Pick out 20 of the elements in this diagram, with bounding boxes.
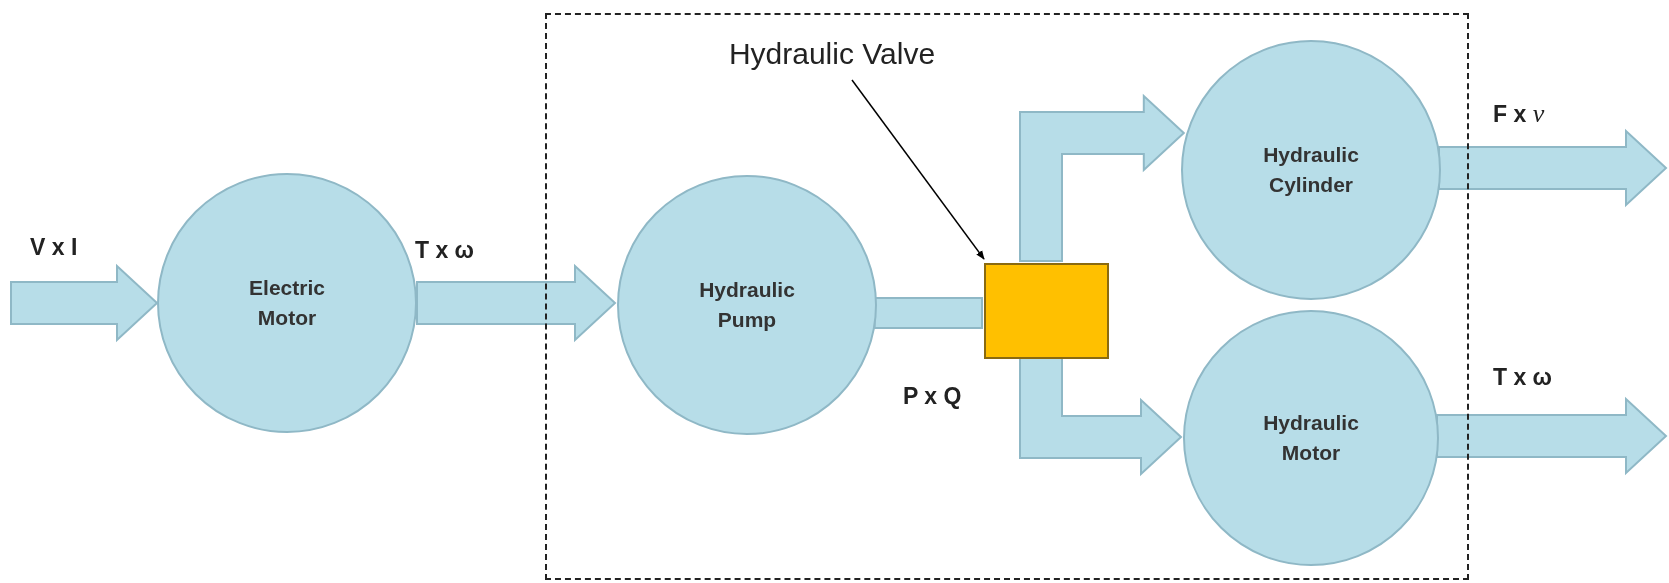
edge-label: V x I xyxy=(30,234,78,261)
node-label: Electric Motor xyxy=(248,274,326,331)
system-boundary xyxy=(545,13,1469,580)
edge-label: F x v xyxy=(1493,99,1545,129)
node-label: Hydraulic Pump xyxy=(698,276,796,333)
edge-label: T x ω xyxy=(1493,364,1553,391)
flow-bar xyxy=(873,297,983,329)
block-arrow xyxy=(10,263,159,343)
leader-line xyxy=(851,79,985,260)
component-label: Hydraulic Valve xyxy=(728,37,936,71)
edge-label: P x Q xyxy=(903,383,962,410)
block-arrow xyxy=(1019,93,1186,262)
node-label: Hydraulic Cylinder xyxy=(1262,141,1360,198)
edge-label: T x ω xyxy=(415,237,475,264)
block-arrow xyxy=(416,263,617,343)
valve-block xyxy=(984,263,1109,359)
block-arrow xyxy=(1436,396,1668,476)
node-label: Hydraulic Motor xyxy=(1262,409,1360,466)
block-arrow xyxy=(1438,128,1668,208)
block-arrow xyxy=(1019,356,1183,477)
